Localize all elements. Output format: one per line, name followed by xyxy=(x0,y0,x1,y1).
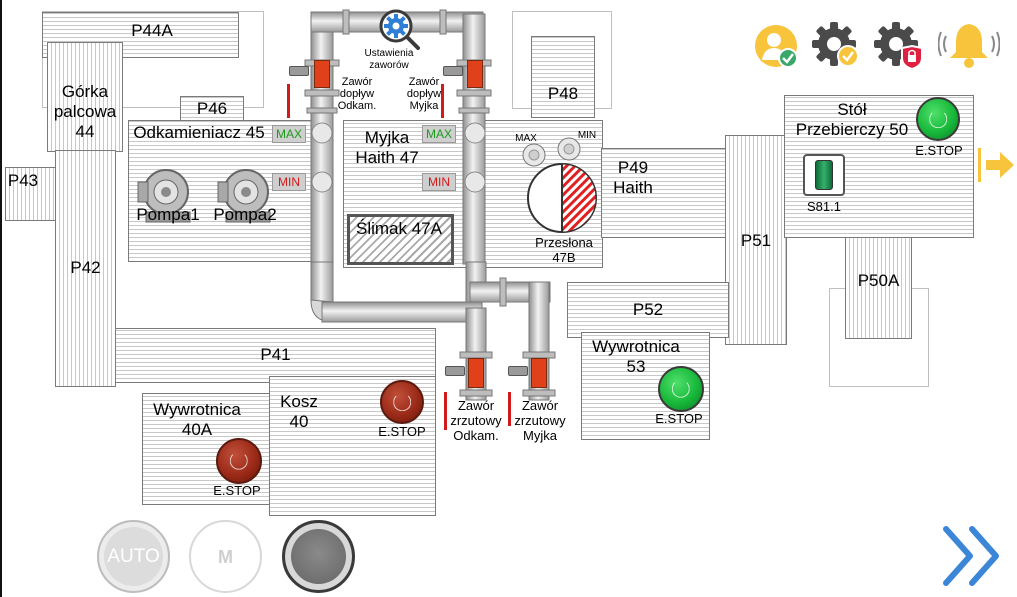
pump1-label: Pompa1 xyxy=(136,205,200,224)
stop-mode-button[interactable] xyxy=(282,520,355,593)
gear-check-icon[interactable] xyxy=(808,20,862,70)
status-bar-drain-myjka xyxy=(508,392,511,426)
zone-p48-label: P48 xyxy=(547,84,579,103)
valve-drain-odkam-label: Zawór zrzutowy Odkam. xyxy=(450,398,502,443)
valve-feed-odkam[interactable] xyxy=(314,60,330,88)
zone-p41-label: P41 xyxy=(260,345,291,364)
zone-p44a-label: P44A xyxy=(131,21,173,40)
valve-settings-label: Ustawienia zaworów xyxy=(364,48,414,71)
estop-ring xyxy=(929,110,947,128)
odkam-level-min: MIN xyxy=(272,173,306,191)
zone-gorka-label: Górka palcowa 44 xyxy=(53,82,117,141)
zone-kosz-label: Kosz 40 xyxy=(280,392,318,431)
bell-alarm-icon[interactable] xyxy=(938,20,1000,70)
zone-p50a-label: P50A xyxy=(857,271,900,290)
zone-p51-label: P51 xyxy=(740,231,772,250)
estop-wywrotnica40a-button[interactable] xyxy=(216,438,262,484)
actuator-feed-odkam xyxy=(289,66,309,76)
valve-feed-myjka-label: Zawór dopływ Myjka xyxy=(406,76,442,112)
zone-p43-label: P43 xyxy=(7,171,39,190)
przeslona-indicator[interactable] xyxy=(526,162,598,234)
estop-wywrotnica53-label: E.STOP xyxy=(655,411,703,426)
zone-p51[interactable] xyxy=(725,135,787,345)
zone-myjka-label: Myjka Haith 47 xyxy=(355,128,419,167)
pump2-icon[interactable] xyxy=(214,166,280,226)
zone-p50a[interactable] xyxy=(845,237,912,339)
valve-drain-myjka-label: Zawór zrzutowy Myjka xyxy=(514,398,566,443)
actuator-drain-myjka xyxy=(508,366,528,376)
valve-drain-myjka[interactable] xyxy=(531,358,547,388)
double-chevron-right-icon[interactable] xyxy=(940,525,1006,587)
user-check-icon[interactable] xyxy=(754,24,800,70)
estop-ring xyxy=(671,379,691,399)
slimak-label: Ślimak 47A xyxy=(356,219,442,238)
pump2-label: Pompa2 xyxy=(213,205,277,224)
sensor-min-label: MIN xyxy=(577,130,597,141)
estop-ring xyxy=(393,393,411,411)
actuator-feed-myjka xyxy=(443,66,463,76)
magnifier-gear-icon xyxy=(379,9,420,50)
auto-mode-label: AUTO xyxy=(107,546,160,567)
auto-mode-button[interactable]: AUTO xyxy=(97,520,170,593)
arrow-right-icon[interactable] xyxy=(976,146,1016,184)
manual-mode-label: M xyxy=(218,547,233,567)
status-bar-drain-odkam xyxy=(444,392,447,430)
zone-p46-label: P46 xyxy=(196,99,228,118)
zone-p41[interactable] xyxy=(115,328,436,383)
przeslona-label: Przesłona 47B xyxy=(535,235,593,265)
slimak-47a[interactable] xyxy=(347,214,454,265)
estop-stol-button[interactable] xyxy=(916,97,960,141)
odkam-level-max: MAX xyxy=(272,125,306,143)
zone-wywrotnica53-label: Wywrotnica 53 xyxy=(592,337,680,376)
manual-mode-button[interactable]: M xyxy=(189,520,262,593)
zone-p42-label: P42 xyxy=(70,258,101,277)
sensor-min-icon xyxy=(557,137,581,161)
zone-p49-label: P49 Haith xyxy=(613,158,653,197)
valve-settings-button[interactable] xyxy=(374,6,422,50)
status-bar-feed-myjka xyxy=(441,84,444,118)
myjka-level-max: MAX xyxy=(422,125,456,143)
sensor-max-icon xyxy=(522,143,546,167)
myjka-level-min: MIN xyxy=(422,173,456,191)
estop-wywrotnica40a-label: E.STOP xyxy=(213,483,261,498)
zone-p48[interactable] xyxy=(531,36,595,118)
estop-ring xyxy=(229,451,249,471)
s81-switch-knob xyxy=(815,160,833,190)
zone-p52[interactable] xyxy=(567,282,729,338)
zone-p43[interactable] xyxy=(5,167,59,221)
zone-p52-label: P52 xyxy=(632,300,664,319)
s81-label: S81.1 xyxy=(807,199,841,214)
gear-lock-icon[interactable] xyxy=(870,20,924,70)
valve-drain-odkam[interactable] xyxy=(468,358,484,388)
pump1-icon[interactable] xyxy=(134,166,200,226)
estop-stol-label: E.STOP xyxy=(915,143,963,158)
estop-kosz-label: E.STOP xyxy=(378,424,426,439)
actuator-drain-odkam xyxy=(445,366,465,376)
zone-stol-label: Stół Przebierczy 50 xyxy=(795,100,909,139)
s81-switch[interactable] xyxy=(803,154,845,196)
estop-kosz-button[interactable] xyxy=(380,380,424,424)
valve-feed-myjka[interactable] xyxy=(467,60,483,88)
zone-odkamieniacz-label: Odkamieniacz 45 xyxy=(133,123,265,142)
zone-p49[interactable] xyxy=(601,148,727,238)
valve-feed-odkam-label: Zawór dopływ Odkam. xyxy=(337,76,377,112)
zone-p42[interactable] xyxy=(55,150,116,387)
estop-wywrotnica53-button[interactable] xyxy=(658,366,704,412)
zone-wywrotnica40a[interactable] xyxy=(142,393,273,505)
zone-wywrotnica40a-label: Wywrotnica 40A xyxy=(153,400,241,439)
zone-p44a[interactable] xyxy=(42,12,239,58)
left-frame xyxy=(0,0,2,597)
status-bar-feed-odkam xyxy=(287,84,290,118)
sensor-max-label: MAX xyxy=(515,133,537,144)
zone-gorka[interactable] xyxy=(47,42,123,152)
